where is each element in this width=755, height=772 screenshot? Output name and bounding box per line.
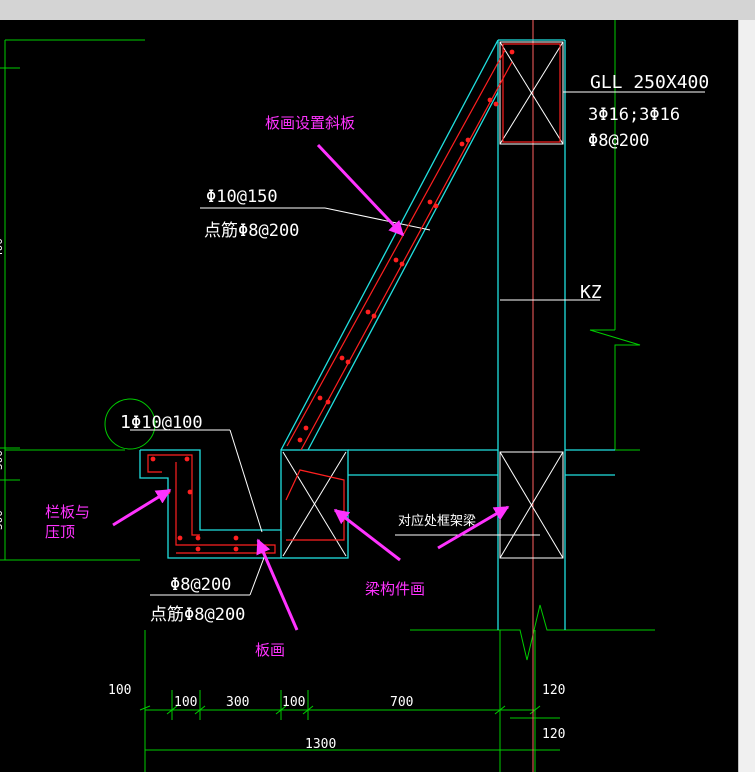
side-ruler: 400 300 300 [0,238,5,530]
green-lines [0,20,655,772]
arrow-beam [333,508,401,562]
slope-dist-rebar-label: 点筋Φ8@200 [204,221,299,241]
white-lines [130,41,705,596]
beam-rebar-label: 3Φ16;3Φ16 [588,105,680,125]
ruler-label-bottom: 300 [0,510,5,530]
annotation-slope-slab: 板画设置斜板 [265,114,355,132]
rebar-lines [147,43,561,554]
slab-dist-rebar-label: 点筋Φ8@200 [150,605,245,625]
frame-beam-note: 对应处框架梁 [398,513,476,529]
dim-700: 700 [390,695,413,710]
beam-stirrup-label: Φ8@200 [588,131,649,151]
dim-right-120-a: 120 [542,683,565,698]
dim-left-100: 100 [108,683,131,698]
annotation-parapet-line1: 栏板与 [45,503,90,521]
dim-100-b: 100 [282,695,305,710]
annotation-beam-component: 梁构件画 [365,580,425,598]
annotation-slab: 板画 [255,641,285,659]
column-label: KZ [580,282,602,303]
concrete-outlines [139,39,615,630]
dimension-labels: 100 100 300 100 700 1300 120 120 [108,683,565,752]
arrow-slope-slab [316,143,405,237]
annotation-parapet-line2: 压顶 [45,523,75,541]
slope-rebar-label: Φ10@150 [206,187,278,207]
dim-right-120-b: 120 [542,727,565,742]
dim-100-a: 100 [174,695,197,710]
dim-300: 300 [226,695,249,710]
slab-rebar-label: Φ8@200 [170,575,231,595]
arrow-slab [256,538,299,631]
dim-total-1300: 1300 [305,737,336,752]
beam-spec-label: GLL 250X400 [590,72,709,93]
vertical-scrollbar[interactable] [738,20,755,772]
ruler-label-top: 400 [0,238,5,258]
drawing-canvas[interactable]: 400 300 300 [0,20,738,772]
annotations: 板画设置斜板 栏板与 压顶 梁构件画 板画 [45,114,425,659]
ruler-label-mid: 300 [0,450,5,470]
arrow-frame-beam [437,505,510,550]
structural-labels: GLL 250X400 3Φ16;3Φ16 Φ8@200 KZ Φ10@150 … [120,72,709,625]
detail-callout-number: 1 [120,412,131,433]
arrow-parapet [112,488,172,527]
detail-callout-text: Φ10@100 [131,413,203,433]
section-drawing: 400 300 300 [0,20,709,772]
annotation-arrows [112,143,510,631]
